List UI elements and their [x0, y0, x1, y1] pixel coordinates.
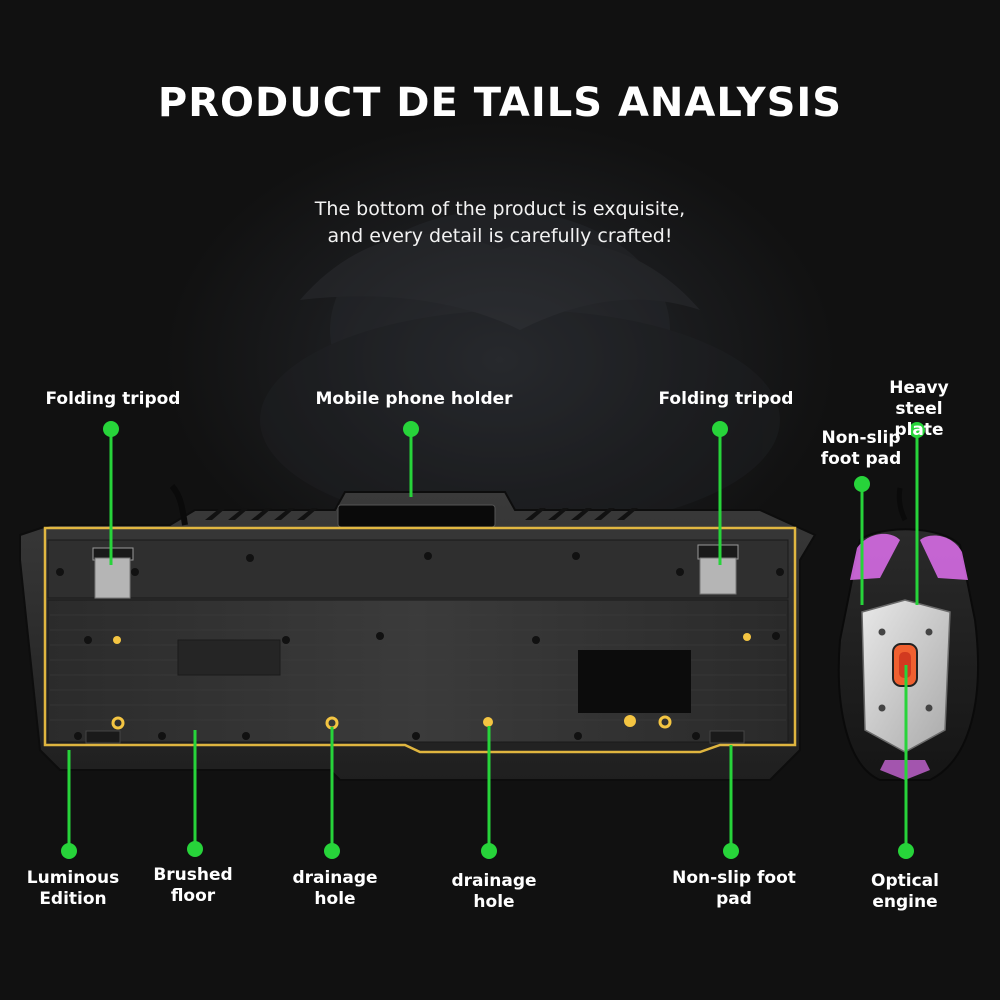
label-optical-engine: Optical engine: [871, 871, 939, 912]
callout-dot-brushed-floor: [187, 841, 203, 857]
label-mobile-phone-holder: Mobile phone holder: [315, 389, 513, 409]
callout-dot-mobile-phone-holder: [403, 421, 419, 437]
callout-lines: [67, 429, 919, 851]
luminous-border: [43, 526, 797, 754]
tripod-right: [697, 544, 739, 595]
callout-dots: [61, 421, 925, 859]
screws: [56, 552, 784, 740]
keyboard-bottom: [19, 484, 817, 781]
callout-dot-drainage-hole-2: [481, 843, 497, 859]
keyboard-vents: [205, 508, 638, 520]
callout-dot-luminous-edition: [61, 843, 77, 859]
label-non-slip-foot-pad-keyboard: Non-slip foot pad: [672, 868, 796, 909]
subtitle: The bottom of the product is exquisite, …: [0, 196, 1000, 250]
phone-holder-slot: [337, 504, 496, 528]
callout-dot-folding-tripod-right: [712, 421, 728, 437]
callout-dot-non-slip-foot-pad-mouse: [854, 476, 870, 492]
label-heavy-steel-plate: Heavy steel plate: [889, 378, 949, 440]
subtitle-line-1: The bottom of the product is exquisite,: [314, 198, 686, 220]
mouse-bottom: [837, 487, 979, 781]
label-drainage-hole-2: drainage hole: [451, 871, 537, 912]
drainage-holes: [111, 633, 751, 730]
label-brushed-floor: Brushed floor: [153, 865, 233, 906]
tripod-left: [92, 547, 134, 599]
background-artwork: [260, 210, 780, 530]
label-luminous-edition: Luminous Edition: [26, 868, 120, 909]
callout-dot-optical-engine: [898, 843, 914, 859]
callout-dot-drainage-hole-1: [324, 843, 340, 859]
subtitle-line-2: and every detail is carefully crafted!: [327, 225, 673, 247]
label-drainage-hole-1: drainage hole: [292, 868, 378, 909]
label-folding-tripod-right: Folding tripod: [658, 389, 794, 409]
callout-dot-heavy-steel-plate: [909, 422, 925, 438]
callout-dot-non-slip-foot-pad-keyboard: [723, 843, 739, 859]
page-title: PRODUCT DE TAILS ANALYSIS: [157, 80, 843, 126]
label-non-slip-foot-pad-mouse: Non-slip foot pad: [820, 428, 902, 469]
callout-dot-folding-tripod-left: [103, 421, 119, 437]
label-folding-tripod-left: Folding tripod: [45, 389, 181, 409]
